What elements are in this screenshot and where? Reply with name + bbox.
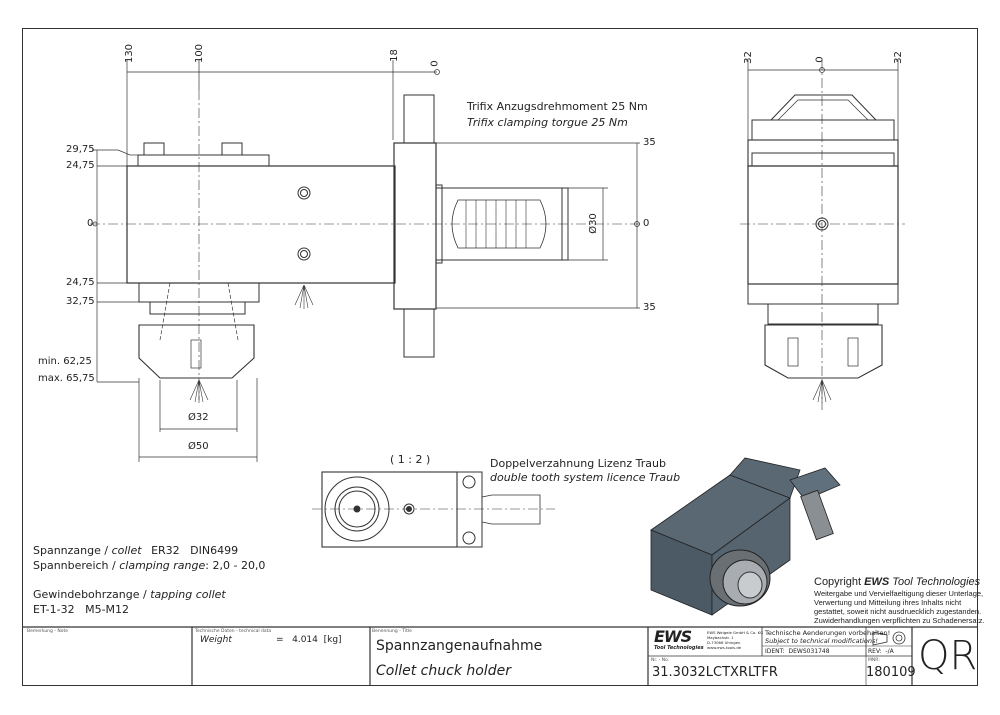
spec-range-val: : 2,0 - 20,0 bbox=[205, 559, 266, 572]
spec-collet-en: collet bbox=[111, 544, 142, 557]
dim-max-65-75: max. 65,75 bbox=[38, 373, 95, 384]
dim-32-75: 32,75 bbox=[66, 296, 95, 307]
side-view bbox=[90, 60, 640, 462]
dim-29-75: 29,75 bbox=[66, 144, 95, 155]
dim-35-bottom: 35 bbox=[643, 302, 656, 313]
copyright-line-4: Zuwiderhandlungen verpflichten zu Schade… bbox=[814, 616, 985, 625]
rev: REV: -/A bbox=[868, 648, 894, 655]
dim-32-left: 32 bbox=[742, 51, 754, 64]
dim-0-right: 0 bbox=[643, 218, 650, 229]
weight-value: = 4.014 [kg] bbox=[276, 635, 342, 645]
copyright-line-2: Verwertung und Mitteilung ihres Inhalts … bbox=[814, 598, 962, 607]
iso-view bbox=[650, 457, 841, 616]
spec-collet-val: ER32 DIN6499 bbox=[151, 544, 239, 557]
ident: IDENT: DEWS031748 bbox=[765, 648, 830, 655]
part-number: 31.3032LCTXRLTFR bbox=[652, 665, 778, 680]
title-en: Collet chuck holder bbox=[376, 663, 511, 679]
top-view bbox=[312, 471, 555, 548]
spec-clamping-range: Spannbereich / clamping range: 2,0 - 20,… bbox=[33, 559, 265, 573]
mnr-label: MNR: bbox=[868, 658, 880, 663]
dim-diam-50: Ø50 bbox=[188, 441, 209, 452]
weight-label: Weight bbox=[200, 635, 232, 645]
ews-logo: EWS Tool Technologies bbox=[654, 627, 704, 652]
drawing-sheet bbox=[22, 28, 978, 686]
dim-130: 130 bbox=[124, 43, 136, 64]
dim-35-top: 35 bbox=[643, 137, 656, 148]
dim-0-left: 0 bbox=[87, 218, 94, 229]
dim-diam-30: Ø30 bbox=[587, 213, 599, 234]
spec-tapping-de: Gewindebohrzange / bbox=[33, 588, 147, 601]
front-view bbox=[740, 60, 905, 410]
double-tooth-note-de: Doppelverzahnung Lizenz Traub bbox=[490, 457, 666, 470]
company-street: Maybachstr. 1 bbox=[707, 635, 734, 640]
changes-en: Subject to technical modifications! bbox=[765, 637, 878, 645]
spec-range-en: clamping range bbox=[119, 559, 206, 572]
spec-collet-de: Spannzange / bbox=[33, 544, 109, 557]
dim-100: 100 bbox=[194, 43, 206, 64]
ews-logo-text: EWS bbox=[654, 627, 692, 646]
dim-min-62-25: min. 62,25 bbox=[38, 356, 92, 367]
note-label: Bemerkung - Note bbox=[27, 629, 69, 634]
dim-diam-32: Ø32 bbox=[188, 412, 209, 423]
code-qr: QR bbox=[918, 633, 978, 679]
copyright-line-3: gestattet, soweit nicht ausdruecklich zu… bbox=[814, 607, 982, 616]
spec-tapping-val: ET-1-32 M5-M12 bbox=[33, 603, 130, 616]
copyright-prefix: Copyright bbox=[814, 576, 865, 588]
copyright-suffix: Tool Technologies bbox=[889, 576, 981, 588]
company-address: EWS Weigele GmbH & Co. KG Maybachstr. 1 … bbox=[707, 630, 763, 650]
scale-label: ( 1 : 2 ) bbox=[390, 453, 431, 466]
copyright-brand: EWS bbox=[864, 576, 890, 588]
company-name: EWS Weigele GmbH & Co. KG bbox=[707, 630, 764, 635]
spec-tapping-collet: Gewindebohrzange / tapping collet bbox=[33, 588, 226, 602]
copyright-line-1: Weitergabe und Vervielfaeltigung dieser … bbox=[814, 589, 984, 598]
spec-range-de: Spannbereich / bbox=[33, 559, 116, 572]
company-city: D-73066 Uhingen bbox=[707, 640, 741, 645]
dim-24-75-bottom: 24,75 bbox=[66, 277, 95, 288]
dim-0-top: 0 bbox=[429, 60, 441, 67]
dim-0-front: 0 bbox=[814, 56, 826, 63]
title-de: Spannzangenaufnahme bbox=[376, 638, 543, 654]
torque-note-en: Trifix clamping torgue 25 Nm bbox=[467, 116, 628, 129]
title-label: Benennung - Title bbox=[372, 629, 412, 634]
dim-32-right: 32 bbox=[892, 51, 904, 64]
title-block-frame bbox=[22, 626, 978, 686]
spec-collet: Spannzange / collet ER32 DIN6499 bbox=[33, 544, 238, 558]
dim-18: 18 bbox=[388, 49, 400, 62]
ews-logo-sub: Tool Technologies bbox=[654, 645, 704, 651]
dim-24-75-top: 24,75 bbox=[66, 160, 95, 171]
torque-note-de: Trifix Anzugsdrehmoment 25 Nm bbox=[467, 100, 648, 113]
double-tooth-note-en: double tooth system licence Traub bbox=[490, 471, 681, 484]
tech-data-label: Technische Daten - technical data bbox=[195, 629, 272, 634]
mnr-value: 180109 bbox=[866, 665, 916, 680]
changes-de: Technische Aenderungen vorbehalten! bbox=[765, 629, 891, 637]
company-web: www.ews-tools.de bbox=[707, 645, 742, 650]
nr-label: Nr. - No. bbox=[651, 658, 670, 663]
spec-tapping-en: tapping collet bbox=[150, 588, 226, 601]
copyright-title: Copyright EWS Tool Technologies bbox=[814, 576, 980, 588]
